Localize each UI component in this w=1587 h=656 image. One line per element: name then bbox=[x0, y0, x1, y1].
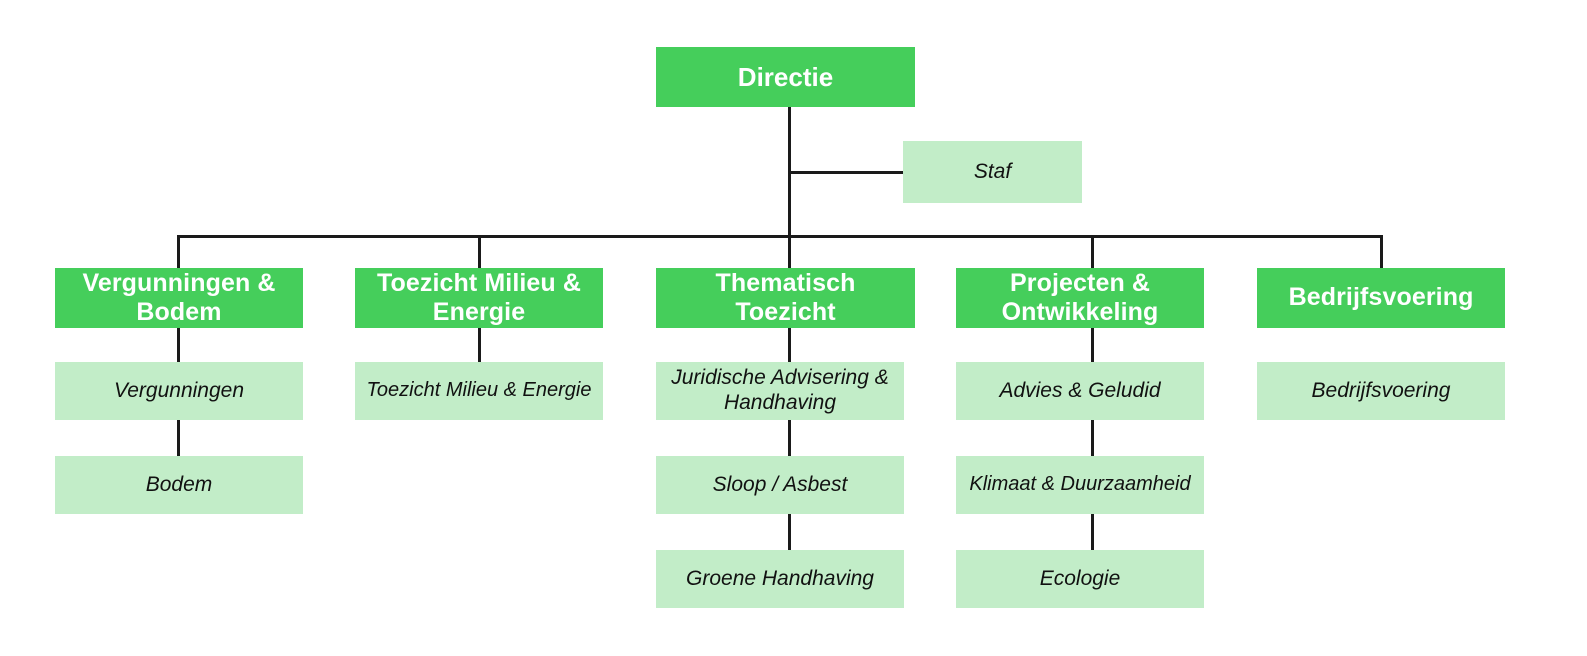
node-bedrijfsvoering-label: Bedrijfsvoering bbox=[1288, 283, 1474, 312]
node-thematisch-toezicht-label: Thematisch Toezicht bbox=[715, 268, 856, 327]
node-directie-label: Directie bbox=[737, 61, 834, 92]
connector-drop-col2 bbox=[477, 235, 481, 268]
connector-drop-col4 bbox=[1090, 235, 1094, 268]
connector-drop-col3 bbox=[787, 235, 791, 268]
node-toezicht-milieu-energie-label: Toezicht Milieu & Energie bbox=[376, 268, 582, 327]
node-ecologie-label: Ecologie bbox=[1039, 566, 1121, 590]
connector-bus bbox=[178, 235, 1383, 238]
node-vergunningen-label: Vergunningen bbox=[114, 378, 244, 402]
node-groene-handhaving[interactable]: Groene Handhaving bbox=[656, 550, 904, 608]
connector-col4-child3 bbox=[1090, 514, 1094, 550]
node-juridische-advisering-handhaving[interactable]: Juridische Advisering & Handhaving bbox=[656, 362, 904, 420]
node-bedrijfsvoering[interactable]: Bedrijfsvoering bbox=[1257, 268, 1505, 328]
connector-col3-child3 bbox=[787, 514, 791, 550]
connector-drop-col5 bbox=[1380, 235, 1383, 268]
node-sloop-asbest-label: Sloop / Asbest bbox=[712, 472, 848, 496]
node-bodem[interactable]: Bodem bbox=[55, 456, 303, 514]
connector-col2-child1 bbox=[477, 328, 481, 362]
node-thematisch-toezicht[interactable]: Thematisch Toezicht bbox=[656, 268, 915, 328]
node-klimaat-duurzaamheid-label: Klimaat & Duurzaamheid bbox=[969, 473, 1191, 496]
node-vergunningen[interactable]: Vergunningen bbox=[55, 362, 303, 420]
node-juridische-advisering-handhaving-label: Juridische Advisering & Handhaving bbox=[671, 366, 889, 414]
node-bodem-label: Bodem bbox=[145, 472, 213, 496]
connector-col1-child1 bbox=[177, 328, 180, 362]
node-staf-label: Staf bbox=[973, 159, 1012, 183]
node-vergunningen-bodem[interactable]: Vergunningen & Bodem bbox=[55, 268, 303, 328]
node-toezicht-milieu-energie[interactable]: Toezicht Milieu & Energie bbox=[355, 268, 603, 328]
connector-drop-col1 bbox=[177, 235, 180, 268]
node-toezicht-milieu-energie-team-label: Toezicht Milieu & Energie bbox=[366, 379, 592, 402]
connector-col4-child2 bbox=[1090, 420, 1094, 456]
node-projecten-ontwikkeling[interactable]: Projecten & Ontwikkeling bbox=[956, 268, 1204, 328]
node-bedrijfsvoering-team[interactable]: Bedrijfsvoering bbox=[1257, 362, 1505, 420]
node-advies-geluid[interactable]: Advies & Geludid bbox=[956, 362, 1204, 420]
connector-col1-child2 bbox=[177, 420, 180, 456]
node-vergunningen-bodem-label: Vergunningen & Bodem bbox=[82, 268, 276, 327]
node-toezicht-milieu-energie-team[interactable]: Toezicht Milieu & Energie bbox=[355, 362, 603, 420]
node-directie[interactable]: Directie bbox=[656, 47, 915, 107]
connector-col3-child2 bbox=[787, 420, 791, 456]
node-bedrijfsvoering-team-label: Bedrijfsvoering bbox=[1311, 378, 1451, 402]
connector-col4-child1 bbox=[1090, 328, 1094, 362]
node-projecten-ontwikkeling-label: Projecten & Ontwikkeling bbox=[1001, 268, 1159, 327]
node-staf[interactable]: Staf bbox=[903, 141, 1082, 203]
node-ecologie[interactable]: Ecologie bbox=[956, 550, 1204, 608]
node-advies-geluid-label: Advies & Geludid bbox=[999, 378, 1161, 402]
node-klimaat-duurzaamheid[interactable]: Klimaat & Duurzaamheid bbox=[956, 456, 1204, 514]
connector-col3-child1 bbox=[787, 328, 791, 362]
node-groene-handhaving-label: Groene Handhaving bbox=[686, 566, 874, 590]
connector-staff-branch bbox=[787, 170, 905, 174]
node-sloop-asbest[interactable]: Sloop / Asbest bbox=[656, 456, 904, 514]
